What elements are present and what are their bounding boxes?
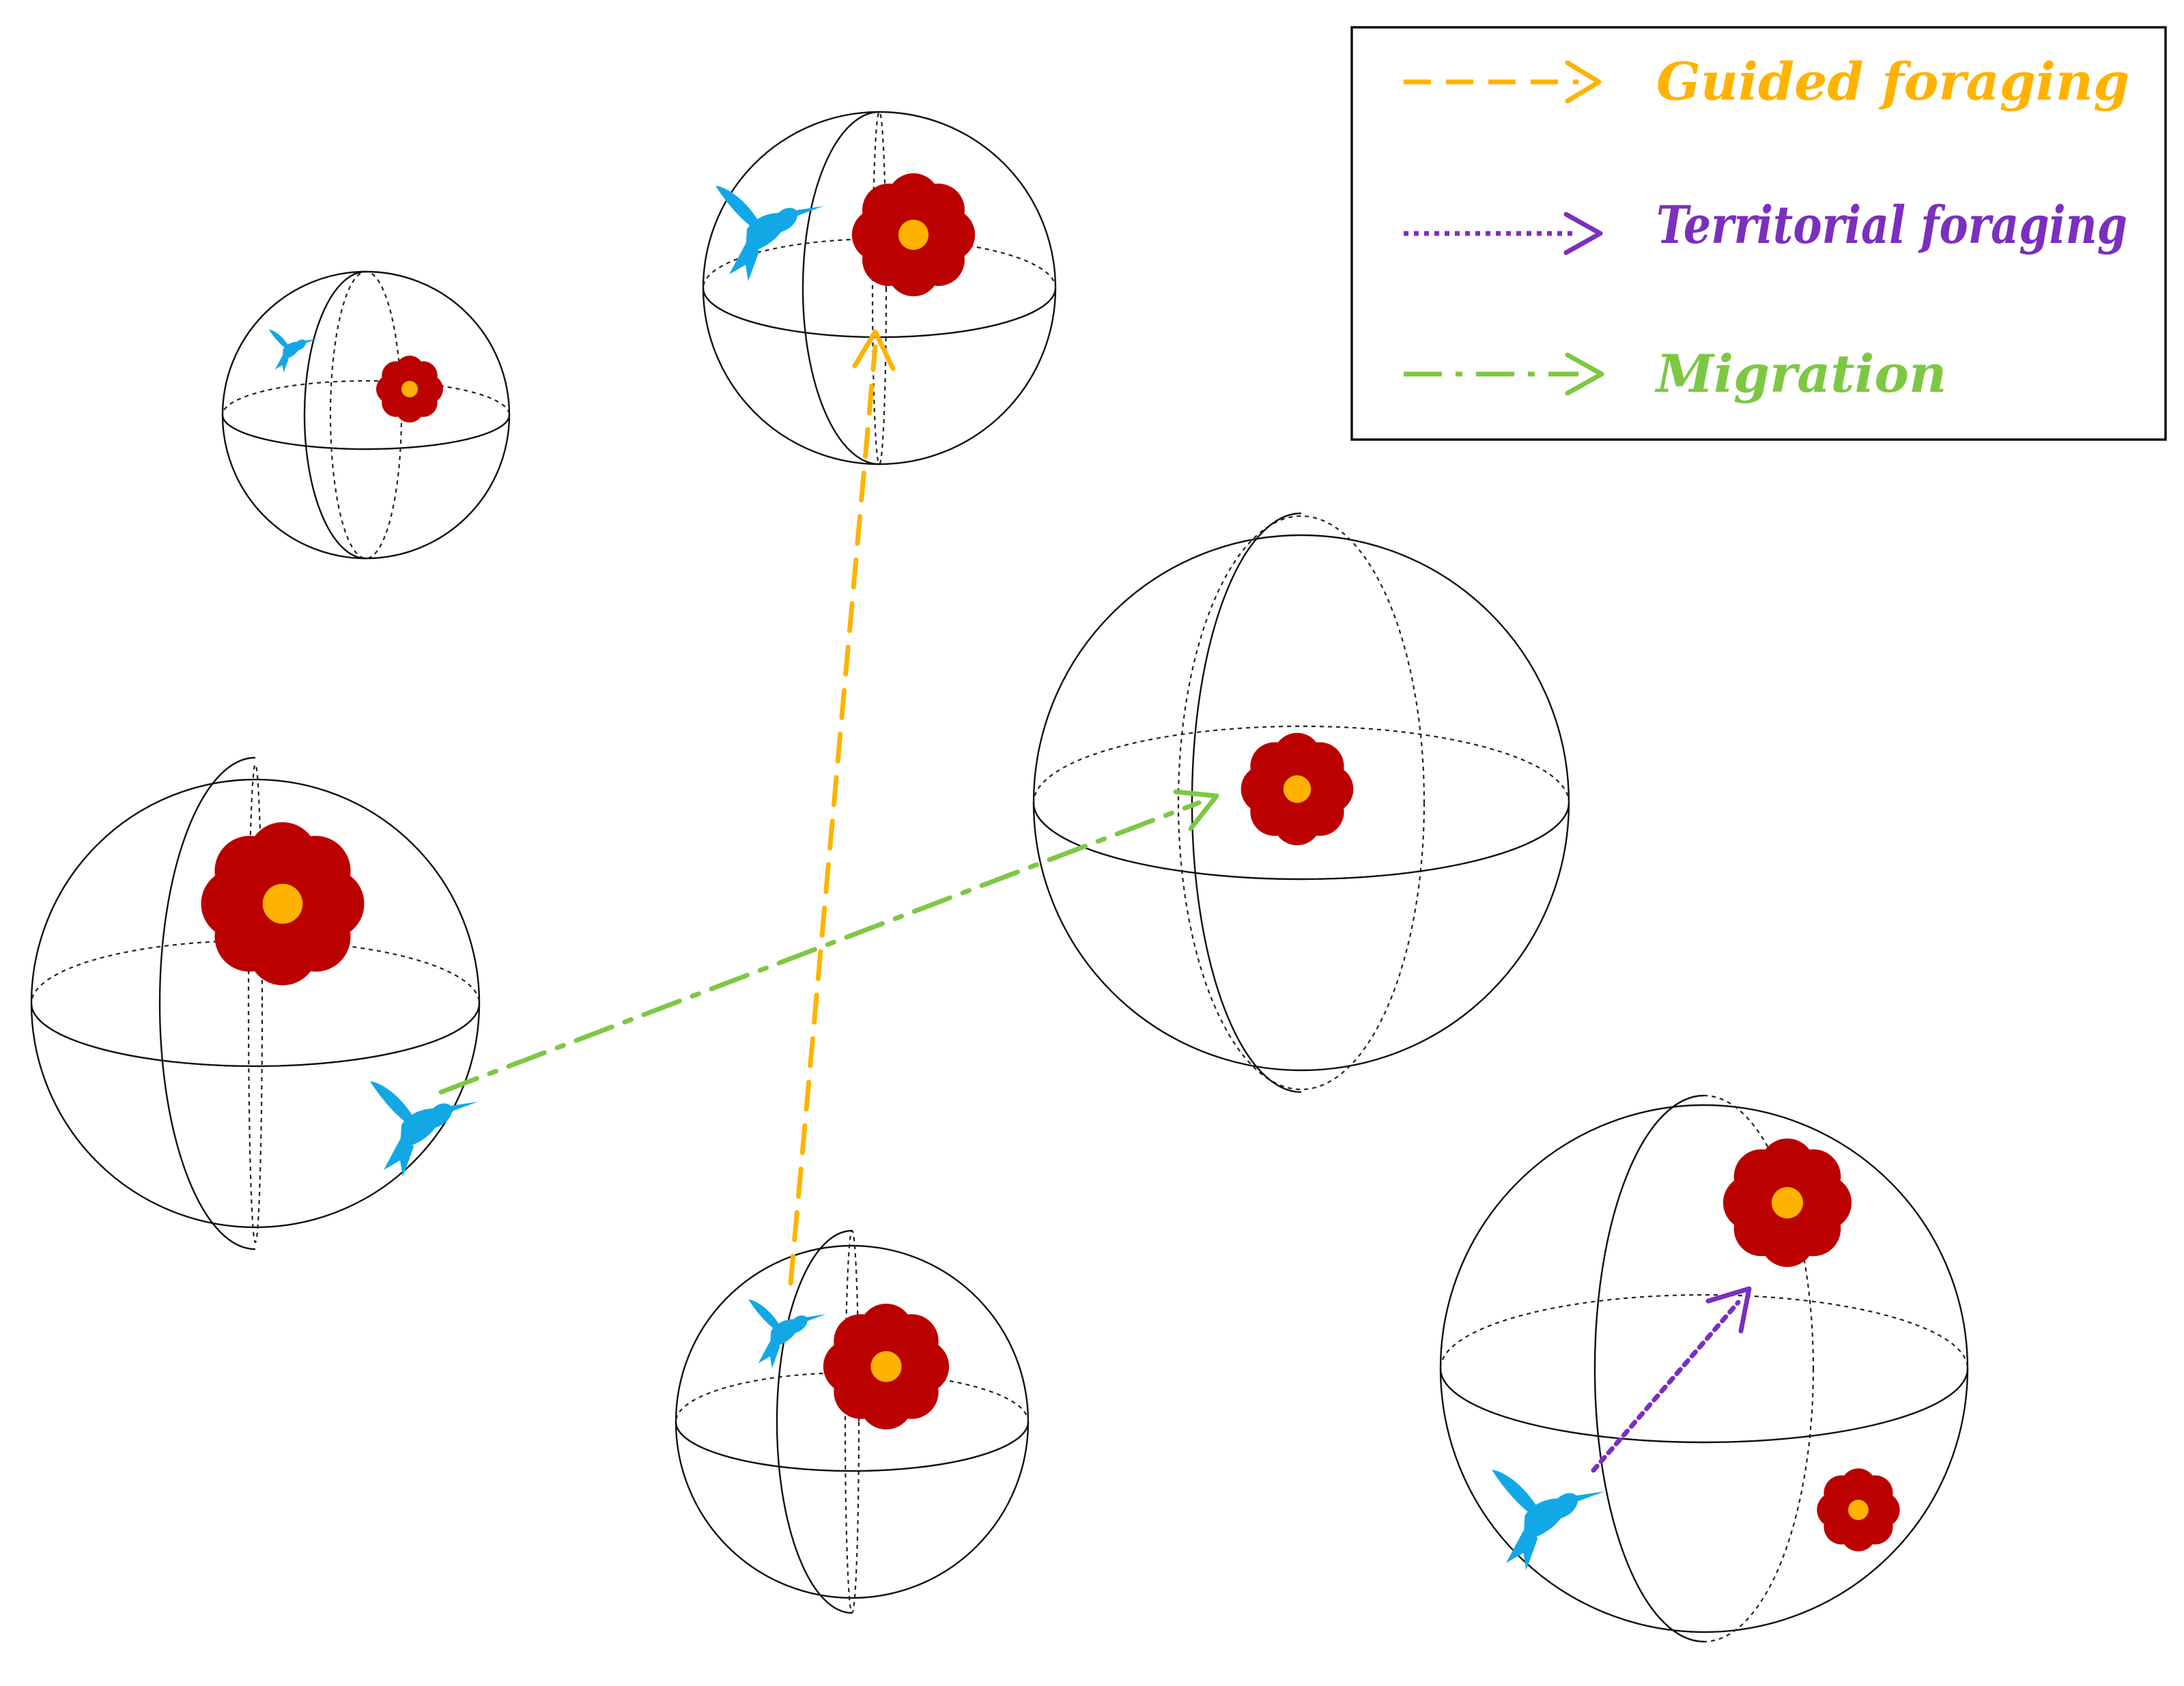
legend-label-territorial-foraging: Territorial foraging xyxy=(1656,195,2127,255)
legend: Guided foraging Territorial foraging Mig… xyxy=(1350,26,2167,441)
flower-icon xyxy=(823,1303,950,1430)
hummingbird-icon xyxy=(715,186,823,281)
flower-icon xyxy=(376,356,443,423)
flower-icon xyxy=(1817,1468,1900,1552)
flower-icon xyxy=(1722,1138,1852,1268)
territorial-foraging-arrow xyxy=(1591,1286,1752,1473)
sphere-bottom-center xyxy=(675,1229,1030,1614)
legend-item-guided-foraging: Guided foraging xyxy=(1404,51,2129,112)
hummingbird-icon xyxy=(268,329,317,373)
legend-item-migration: Migration xyxy=(1404,343,1946,404)
flower-icon xyxy=(851,173,976,297)
hummingbird-icon xyxy=(370,1081,478,1177)
sphere-large-center-right xyxy=(1032,512,1570,1094)
legend-label-migration: Migration xyxy=(1654,343,1946,404)
guided-foraging-arrow xyxy=(788,329,896,1286)
legend-arrowhead xyxy=(1565,352,1604,396)
hummingbird-icon xyxy=(1492,1470,1605,1571)
sphere-large-left xyxy=(30,756,481,1251)
legend-label-guided-foraging: Guided foraging xyxy=(1656,51,2129,112)
migration-arrow xyxy=(438,789,1219,1095)
hummingbird-icon xyxy=(748,1299,826,1369)
sphere-bottom-right xyxy=(1439,1094,1969,1643)
legend-arrowhead xyxy=(1565,60,1602,104)
legend-item-territorial-foraging: Territorial foraging xyxy=(1404,195,2127,255)
legend-arrowhead xyxy=(1563,212,1603,255)
sphere-top-center xyxy=(702,111,1057,466)
flower-icon xyxy=(1240,732,1354,846)
sphere-small-top-left xyxy=(221,270,511,560)
flower-icon xyxy=(201,822,365,986)
